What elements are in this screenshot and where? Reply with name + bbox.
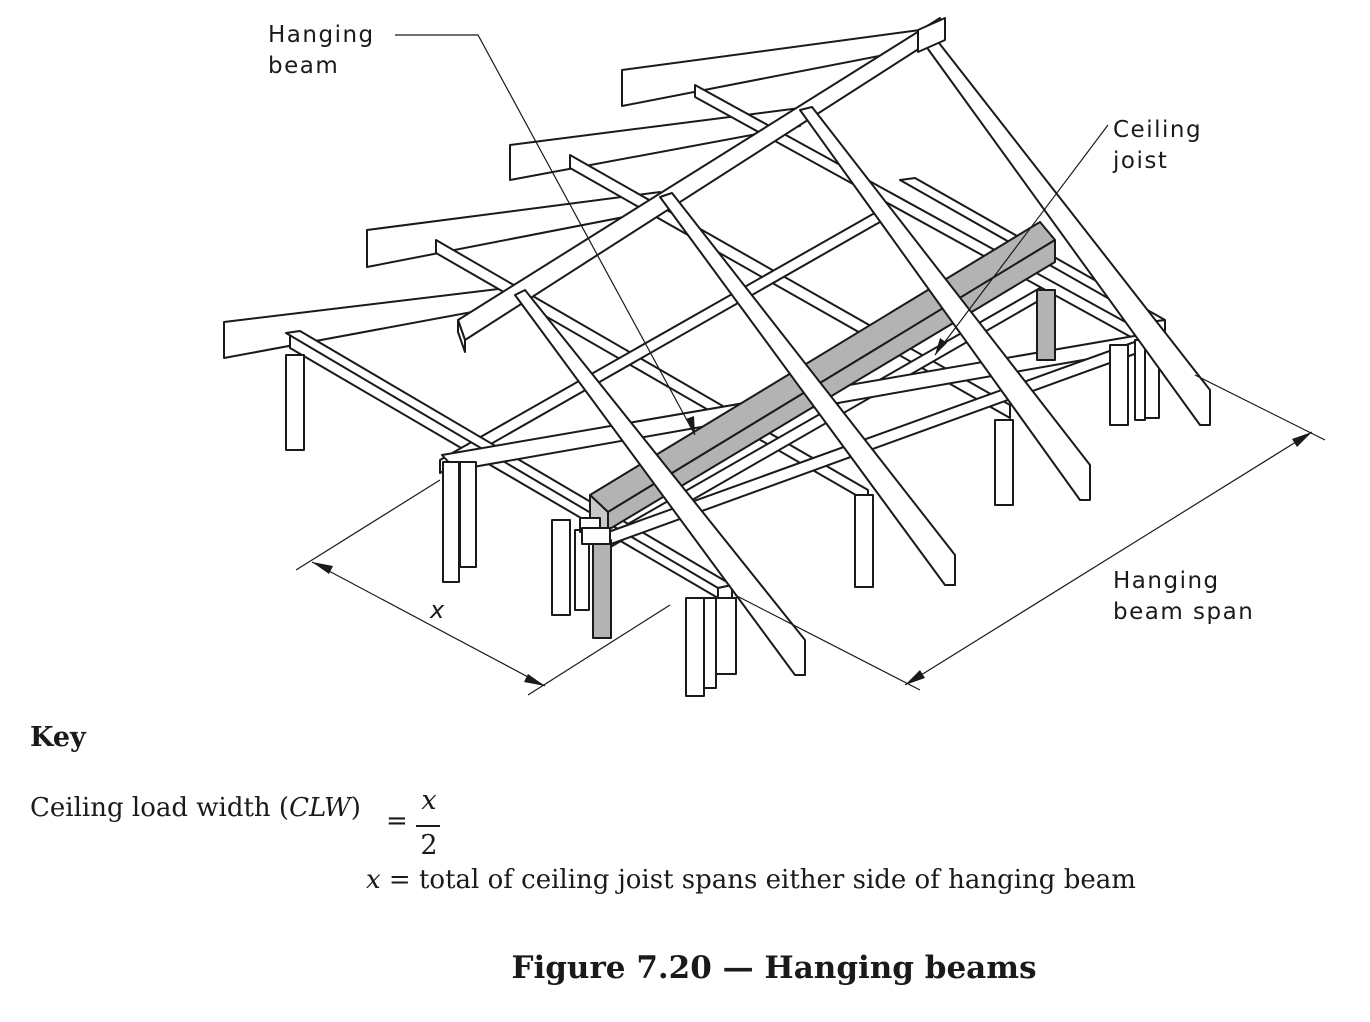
span-extension-left bbox=[734, 594, 921, 691]
dimension-x-extension-right bbox=[527, 604, 671, 696]
dimension-x-line bbox=[311, 561, 546, 687]
label-hanging-beam-line1: Hanging bbox=[268, 22, 375, 48]
leader-hanging-beam bbox=[395, 34, 696, 436]
label-ceiling-joist-line2: joist bbox=[1112, 148, 1168, 174]
figure-caption: Figure 7.20 — Hanging beams bbox=[511, 950, 1037, 986]
shaded-posts bbox=[592, 289, 1056, 639]
hanging-beam-diagram: Hanging beam Ceiling joist Hanging beam … bbox=[223, 17, 1326, 697]
key-title: Key bbox=[30, 722, 86, 753]
fraction-denominator: 2 bbox=[420, 830, 438, 861]
arrowhead-hanging-beam bbox=[686, 416, 695, 435]
ridge-board bbox=[917, 17, 946, 53]
fraction-bar bbox=[416, 825, 440, 827]
equals-sign: = bbox=[386, 806, 408, 836]
arrowhead-x-right bbox=[524, 674, 545, 686]
clw-label: Ceiling load width (CLW) bbox=[30, 793, 361, 823]
clw-abbr: CLW bbox=[289, 793, 351, 823]
x-definition-text: = total of ceiling joist spans either si… bbox=[380, 865, 1136, 895]
x-definition: x = total of ceiling joist spans either … bbox=[366, 865, 1136, 895]
wall-studs bbox=[285, 339, 1160, 697]
x-variable: x bbox=[366, 865, 381, 895]
arrowhead-span-right bbox=[1292, 432, 1312, 447]
clw-label-prefix: Ceiling load width ( bbox=[30, 793, 290, 823]
fraction-numerator: x bbox=[421, 785, 437, 816]
arrowhead-span-left bbox=[905, 670, 925, 685]
leader-ceiling-joist bbox=[934, 124, 1109, 356]
rafters-left bbox=[457, 17, 1211, 676]
span-extension-right bbox=[1194, 374, 1326, 441]
span-dimension-line bbox=[904, 431, 1313, 686]
label-ceiling-joist-line1: Ceiling bbox=[1113, 117, 1202, 143]
clw-label-suffix: ) bbox=[350, 793, 361, 823]
nog-blocks bbox=[579, 517, 611, 545]
dimension-x-extension-left bbox=[295, 479, 441, 571]
arrowhead-ceiling-joist bbox=[935, 338, 947, 355]
arrowhead-x-left bbox=[312, 562, 333, 574]
label-hanging-beam-span-line2: beam span bbox=[1113, 599, 1254, 625]
label-hanging-beam-line2: beam bbox=[268, 53, 339, 79]
label-dimension-x: x bbox=[429, 596, 445, 624]
label-hanging-beam-span-line1: Hanging bbox=[1113, 568, 1220, 594]
